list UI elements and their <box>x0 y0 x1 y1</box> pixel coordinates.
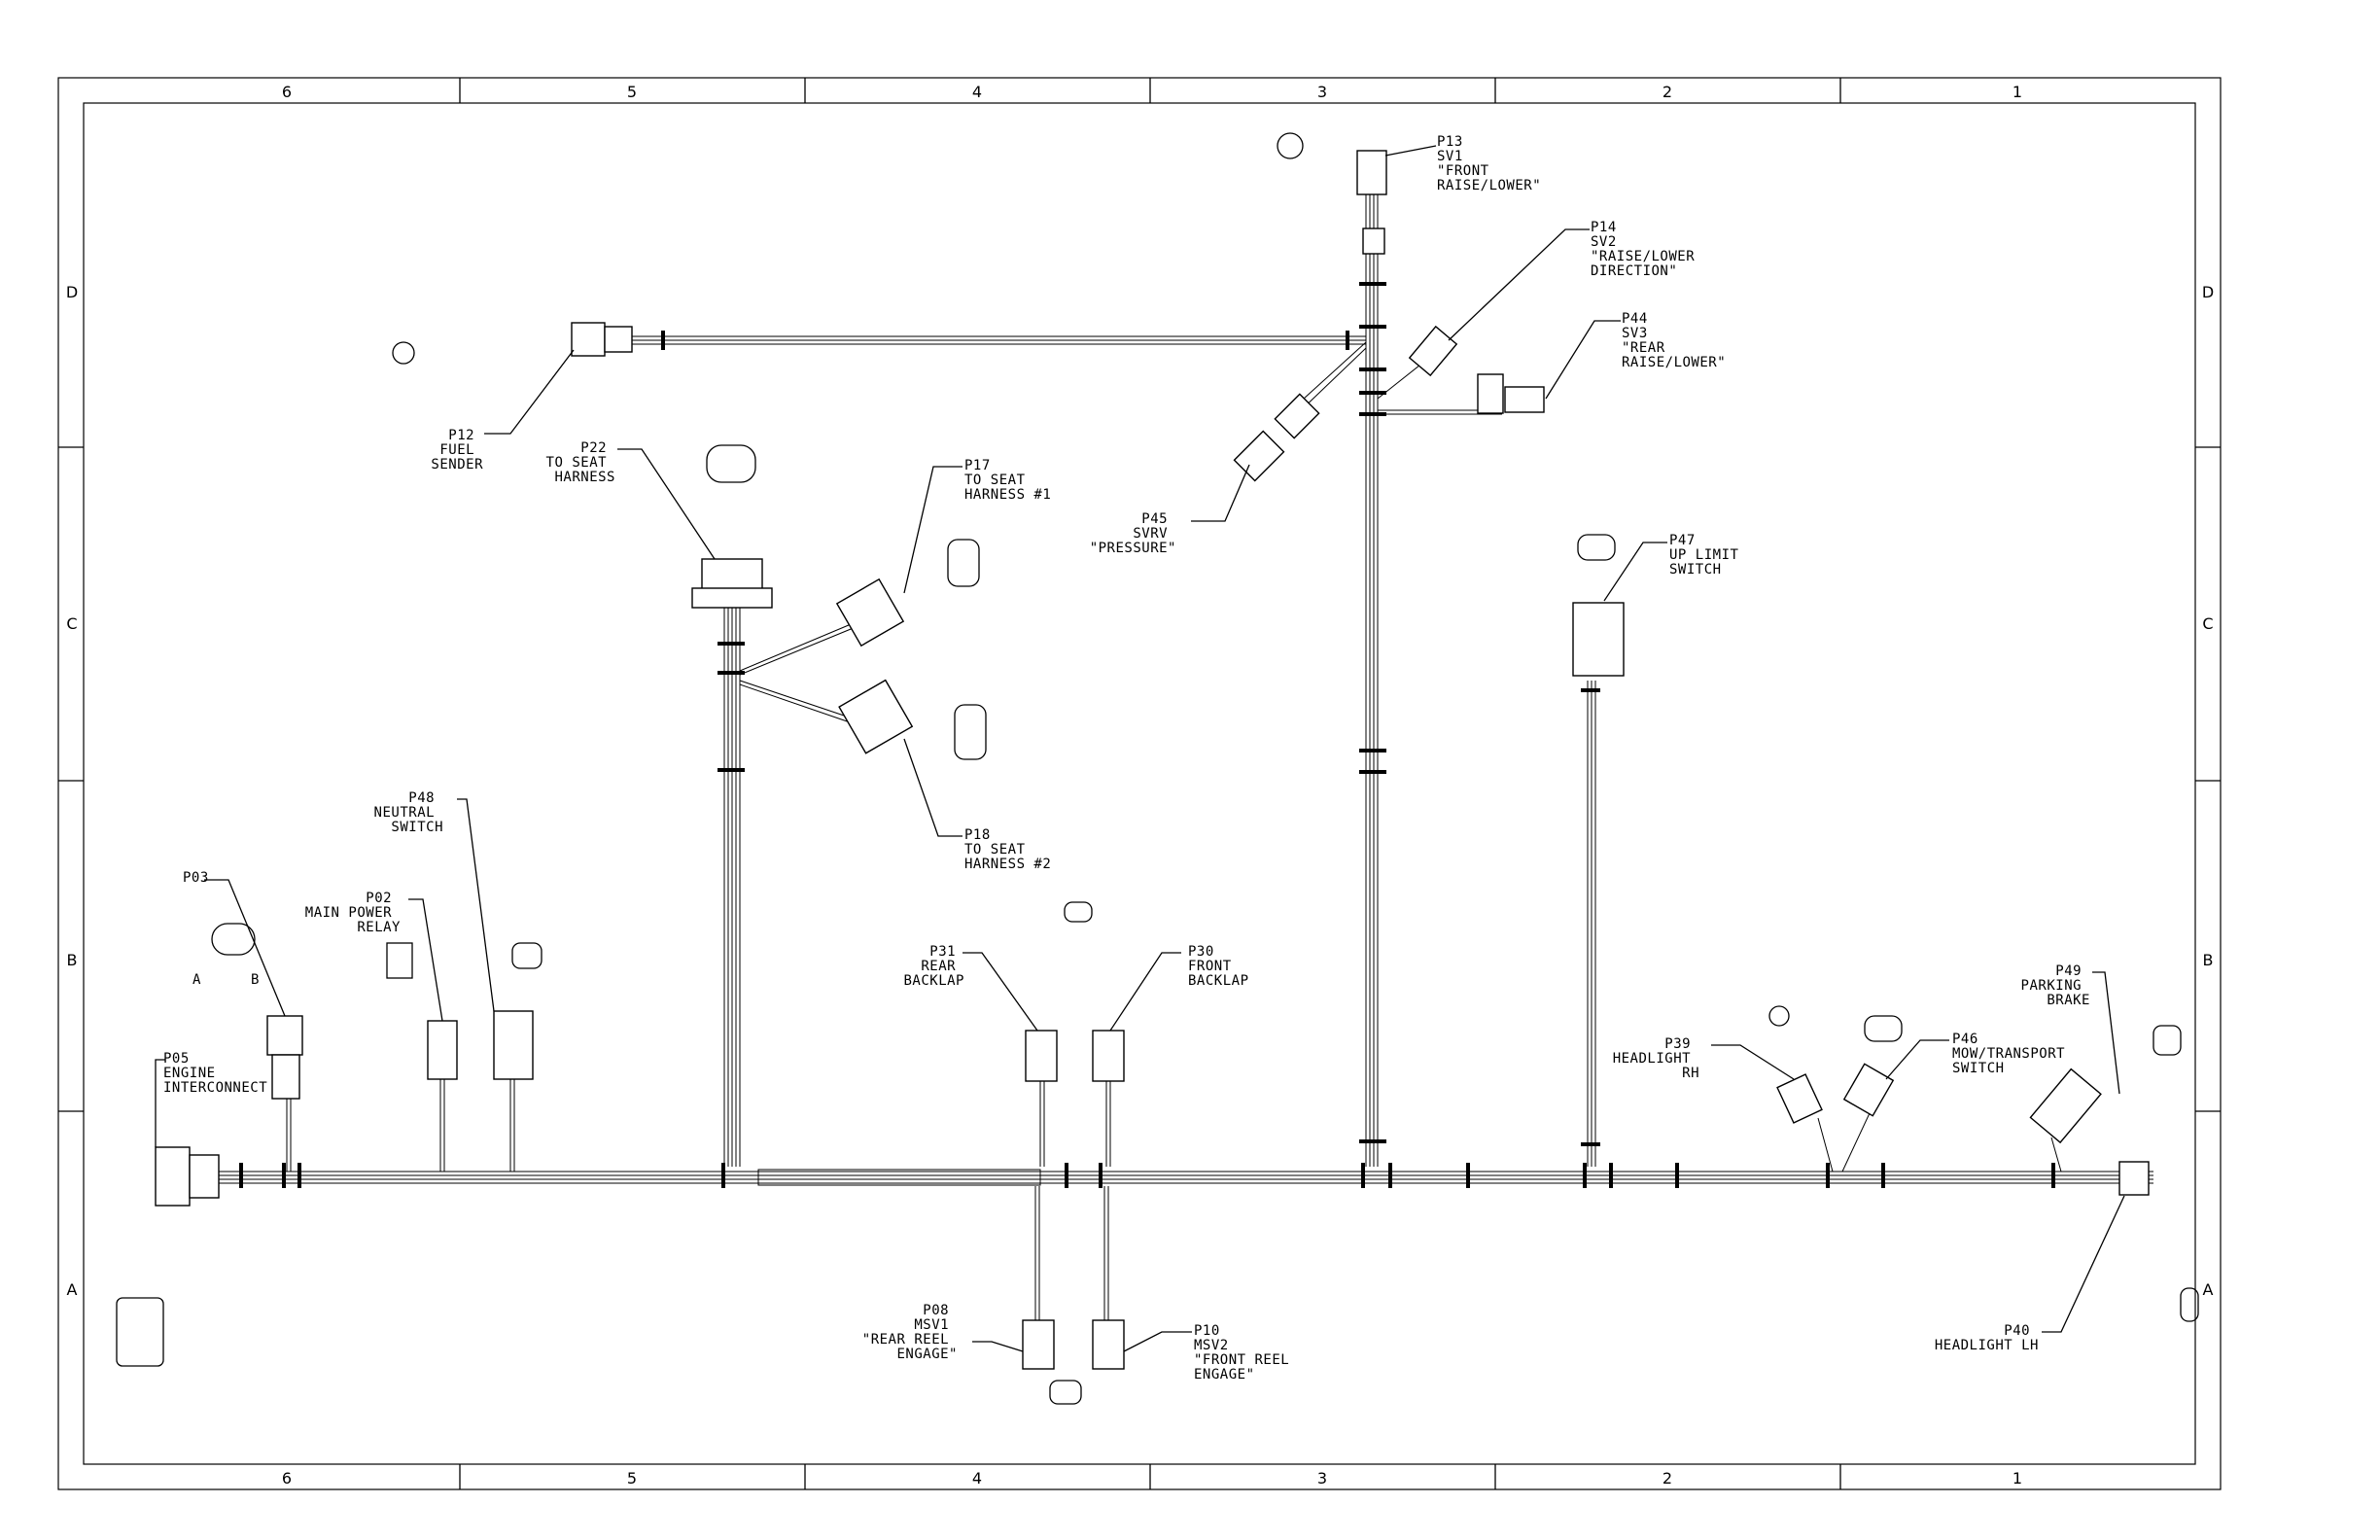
col-label-top-2: 2 <box>1662 83 1672 101</box>
row-label-right-d: D <box>2202 283 2214 301</box>
row-label-right-b: B <box>2203 951 2214 969</box>
p02-label: P02 MAIN POWER RELAY <box>305 891 401 935</box>
p17-label: P17 TO SEAT HARNESS #1 <box>964 458 1051 503</box>
p18-label: P18 TO SEAT HARNESS #2 <box>964 827 1051 872</box>
p12-fuel-sender-connector <box>571 322 633 357</box>
p17-connector <box>835 578 905 648</box>
p22-label: P22 TO SEAT HARNESS <box>546 440 615 485</box>
face-views <box>116 132 2199 1405</box>
leader-lines <box>155 145 2125 1352</box>
p44-connector <box>1477 373 1545 414</box>
p45-connector <box>1233 393 1320 482</box>
p03-face-view <box>211 923 256 956</box>
p13-connector <box>1356 150 1387 255</box>
col-label-bottom-5: 5 <box>627 1469 637 1488</box>
p39-connector <box>1776 1073 1823 1124</box>
col-label-bottom-3: 3 <box>1317 1469 1327 1488</box>
sv-branches <box>1292 341 1502 415</box>
p45-label: P45 SVRV "PRESSURE" <box>1090 511 1176 556</box>
p48-label: P48 NEUTRAL SWITCH <box>374 790 443 835</box>
p03-pin-b-label: B <box>251 972 260 988</box>
fuel-sender-branch <box>632 335 1366 345</box>
col-label-top-1: 1 <box>2012 83 2022 101</box>
connector-labels: P13 SV1 "FRONT RAISE/LOWER" P14 SV2 "RAI… <box>163 134 2090 1382</box>
row-label-left-d: D <box>66 283 78 301</box>
col-label-top-3: 3 <box>1317 83 1327 101</box>
p31-label: P31 REAR BACKLAP <box>903 944 964 989</box>
zone-labels: 6 5 4 3 2 1 6 5 4 3 2 1 D C B A D C B A <box>66 83 2214 1488</box>
p40-connector <box>2118 1161 2150 1196</box>
p12-label: P12 FUEL SENDER <box>431 428 483 472</box>
p49-connector <box>2029 1068 2102 1144</box>
p40-label: P40 HEADLIGHT LH <box>1935 1323 2039 1353</box>
p10-label: P10 MSV2 "FRONT REEL ENGAGE" <box>1194 1323 1298 1382</box>
col-label-top-6: 6 <box>282 83 292 101</box>
left-branches <box>286 1079 515 1172</box>
row-label-left-c: C <box>66 614 77 633</box>
seat-harness-branch <box>723 603 857 1167</box>
drawing-frame <box>57 77 2222 1490</box>
vertical-trunk-p13 <box>1365 194 1379 1167</box>
p03-connector <box>266 1015 303 1100</box>
p08-label: P08 MSV1 "REAR REEL ENGAGE" <box>862 1303 958 1362</box>
row-label-left-a: A <box>67 1280 78 1299</box>
right-branches <box>1817 1098 2062 1172</box>
p49-label: P49 PARKING BRAKE <box>2021 963 2090 1008</box>
p46-label: P46 MOW/TRANSPORT SWITCH <box>1952 1032 2074 1076</box>
col-label-bottom-6: 6 <box>282 1469 292 1488</box>
p02-connector <box>427 1020 458 1080</box>
p39-label: P39 HEADLIGHT RH <box>1613 1036 1699 1081</box>
p30-label: P30 FRONT BACKLAP <box>1188 944 1249 989</box>
p05-label: P05 ENGINE INTERCONNECT <box>163 1051 267 1096</box>
col-label-bottom-2: 2 <box>1662 1469 1672 1488</box>
p46-connector <box>1842 1063 1895 1117</box>
p48-connector <box>493 1010 534 1080</box>
p10-connector <box>1092 1319 1125 1370</box>
p47-label: P47 UP LIMIT SWITCH <box>1669 533 1747 578</box>
p47-connector <box>1572 602 1625 677</box>
p13-label: P13 SV1 "FRONT RAISE/LOWER" <box>1437 134 1541 193</box>
p03-label: P03 <box>183 870 209 886</box>
p30-connector <box>1092 1030 1125 1082</box>
p18-connector <box>838 679 914 754</box>
backlap-branches <box>1034 1079 1111 1322</box>
row-label-right-c: C <box>2202 614 2213 633</box>
row-label-right-a: A <box>2203 1280 2214 1299</box>
p14-label: P14 SV2 "RAISE/LOWER DIRECTION" <box>1591 220 1703 279</box>
p08-connector <box>1022 1319 1055 1370</box>
p14-connector <box>1408 325 1458 377</box>
row-label-left-b: B <box>67 951 78 969</box>
col-label-bottom-4: 4 <box>972 1469 982 1488</box>
main-trunk-harness <box>219 1169 2153 1186</box>
col-label-bottom-1: 1 <box>2012 1469 2022 1488</box>
p05-connector <box>155 1146 220 1207</box>
up-limit-branch <box>1587 681 1596 1167</box>
p44-label: P44 SV3 "REAR RAISE/LOWER" <box>1622 311 1726 370</box>
p31-connector <box>1025 1030 1058 1082</box>
col-label-top-4: 4 <box>972 83 982 101</box>
p22-connector <box>691 558 773 609</box>
p03-pin-a-label: A <box>192 972 201 988</box>
cable-ties <box>239 282 2055 1188</box>
col-label-top-5: 5 <box>627 83 637 101</box>
